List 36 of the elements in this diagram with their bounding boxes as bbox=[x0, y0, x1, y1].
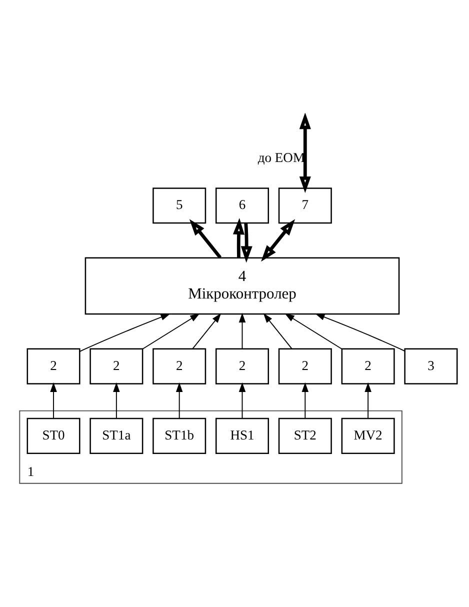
node-box: 7 bbox=[278, 187, 332, 224]
node-box: ST2 bbox=[278, 417, 332, 454]
arrow bbox=[261, 218, 296, 262]
arrow bbox=[176, 382, 183, 418]
arrow bbox=[284, 312, 342, 349]
node-box: ST0 bbox=[26, 417, 80, 454]
arrow bbox=[189, 218, 222, 258]
node-box: 2 bbox=[341, 348, 395, 384]
node-box: 2 bbox=[152, 348, 206, 384]
node-box: 2 bbox=[90, 348, 144, 384]
arrow bbox=[302, 382, 309, 418]
node-box: 5 bbox=[152, 187, 206, 224]
node-box: 4 Мікроконтролер bbox=[84, 256, 400, 314]
arrow bbox=[240, 222, 252, 262]
node-box: HS1 bbox=[215, 417, 269, 454]
node-box: MV2 bbox=[341, 417, 395, 454]
arrow bbox=[113, 382, 120, 418]
arrow bbox=[142, 312, 200, 349]
arrow bbox=[299, 112, 311, 192]
arrow bbox=[192, 312, 222, 349]
node-box: 6 bbox=[215, 187, 269, 224]
node-box: ST1b bbox=[152, 417, 206, 454]
arrow bbox=[238, 382, 246, 418]
node-box: 2 bbox=[26, 348, 80, 384]
arrow bbox=[232, 218, 244, 258]
node-box: 2 bbox=[215, 348, 269, 384]
arrow bbox=[263, 312, 292, 349]
arrow bbox=[50, 382, 57, 418]
arrow bbox=[238, 312, 246, 349]
arrow bbox=[315, 313, 406, 352]
node-box: 3 bbox=[404, 348, 458, 384]
arrow bbox=[364, 382, 372, 418]
node-box: 2 bbox=[278, 348, 332, 384]
node-box: ST1a bbox=[90, 417, 144, 454]
arrow bbox=[79, 313, 170, 352]
edge-label: до ЕОМ bbox=[258, 149, 305, 164]
